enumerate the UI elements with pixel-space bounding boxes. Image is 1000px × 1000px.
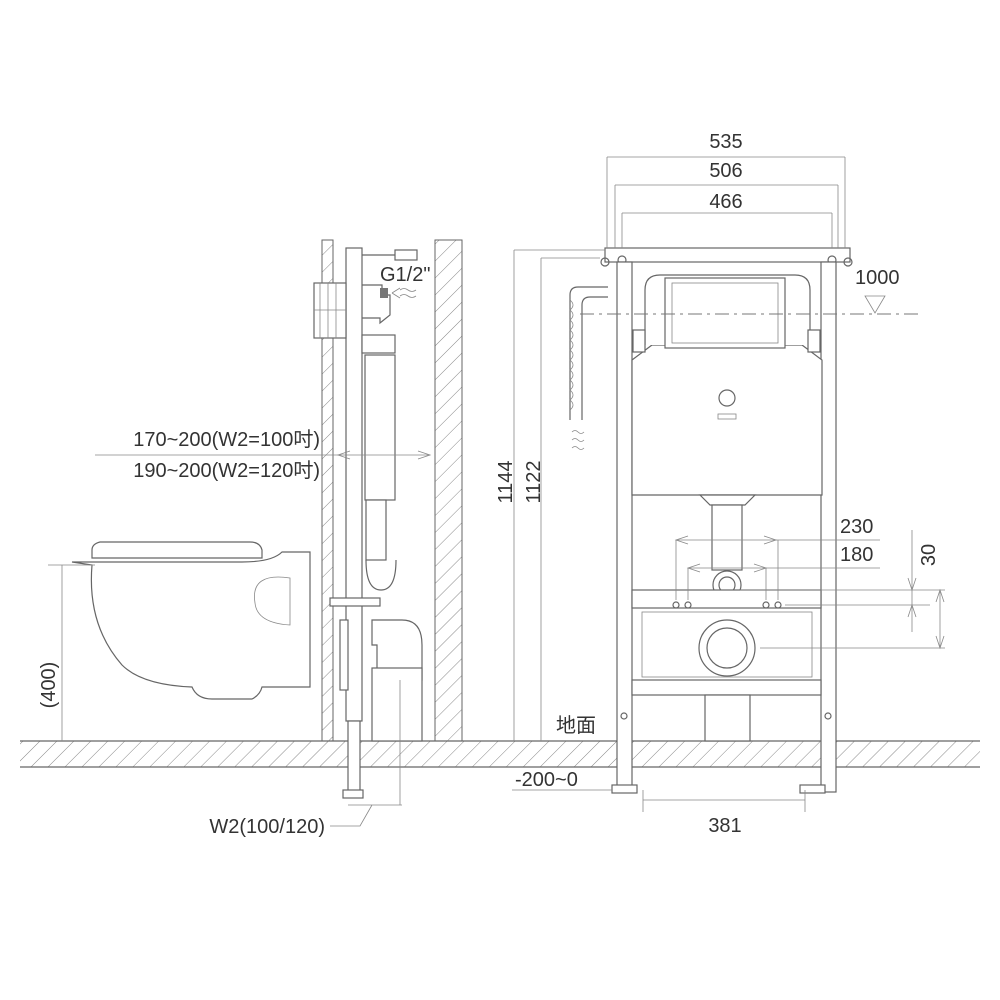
leg-adjust-label: -200~0 <box>515 769 578 791</box>
wall-section-right <box>434 239 463 742</box>
bowl-height-dimension: (400) <box>38 564 95 741</box>
side-frame <box>313 247 423 805</box>
water-inlet-label: G1/2" <box>380 264 430 286</box>
depth-w2-100-label: 170~200(W2=100吋) <box>133 428 320 451</box>
wall-width-dimension: W2(100/120) <box>209 804 402 838</box>
height-total-label: 1144 <box>495 460 517 503</box>
foot-spacing-label: 381 <box>708 815 741 837</box>
toilet-bowl <box>71 541 311 700</box>
reference-height-marker: 1000 <box>580 267 920 315</box>
front-frame <box>600 247 853 794</box>
outlet-wide-label: 230 <box>840 516 873 538</box>
width-inner-label: 466 <box>709 191 742 213</box>
outlet-narrow-label: 180 <box>840 544 873 566</box>
height-dimensions: 1144 1122 地面 <box>495 249 605 741</box>
bowl-height-label: (400) <box>38 662 60 709</box>
vertical-offset-label: 30 <box>918 544 940 566</box>
outlet-dimensions: 230 180 30 <box>674 516 945 650</box>
wall-width-label: W2(100/120) <box>209 816 325 838</box>
height-frame-label: 1122 <box>523 460 545 503</box>
width-outer-label: 535 <box>709 131 742 153</box>
wall-depth-dimension: 170~200(W2=100吋) 190~200(W2=120吋) <box>95 428 432 482</box>
leg-dimensions: -200~0 381 <box>512 769 806 837</box>
reference-height-label: 1000 <box>855 267 900 289</box>
width-mid-label: 506 <box>709 160 742 182</box>
width-dimensions: 535 506 466 <box>606 131 846 248</box>
wall-section-left <box>321 239 334 742</box>
floor <box>20 740 980 768</box>
floor-label: 地面 <box>556 714 596 737</box>
flexible-hose <box>569 286 608 450</box>
depth-w2-120-label: 190~200(W2=120吋) <box>133 459 320 482</box>
